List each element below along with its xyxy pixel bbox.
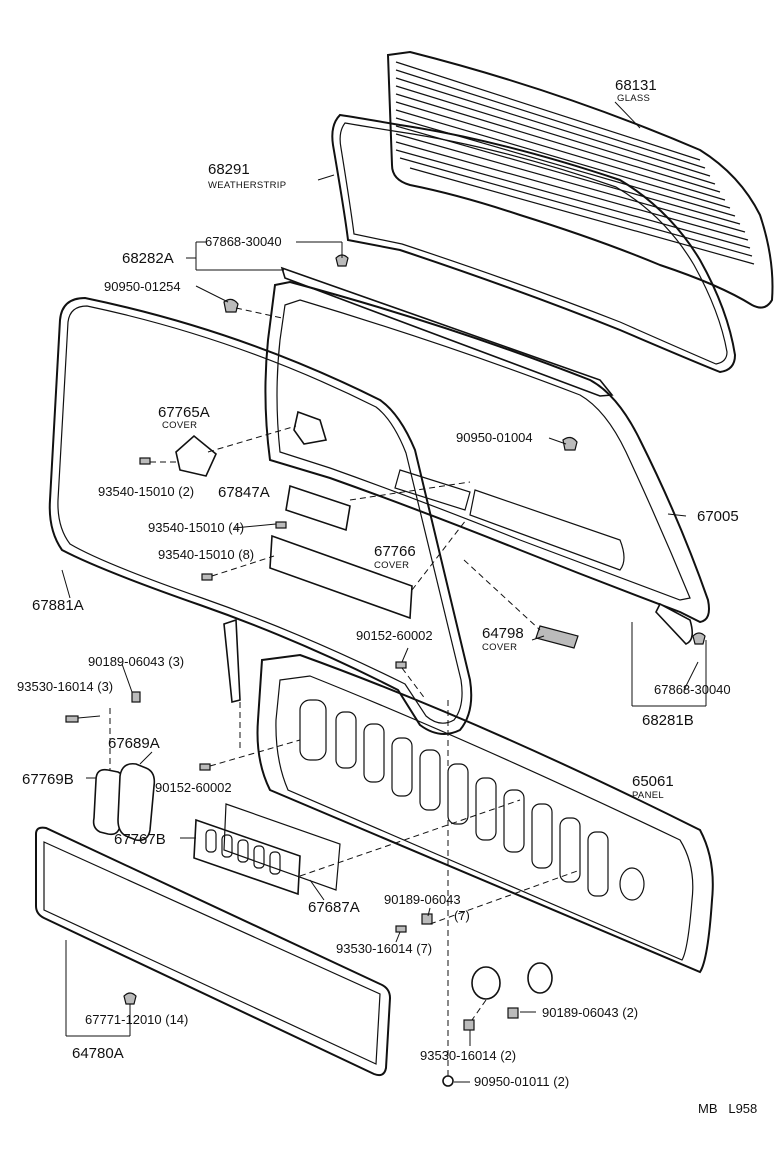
panel-67847a bbox=[285, 484, 351, 532]
label-clip-90152-low: 90152-60002 bbox=[155, 780, 232, 795]
label-grommet-bottom: 90950-01011 (2) bbox=[474, 1074, 569, 1089]
label-glass-no: 68131 bbox=[615, 77, 657, 94]
clip-bottom-icon bbox=[692, 632, 706, 645]
label-nut-90189-7-qty: (7) bbox=[454, 908, 470, 923]
screw-icons bbox=[65, 457, 407, 771]
grommet-right-icon bbox=[562, 436, 578, 451]
bolt-93530-2-icon bbox=[463, 1019, 475, 1031]
label-cover-b-name: COVER bbox=[374, 560, 409, 571]
label-68282a: 68282A bbox=[122, 250, 174, 267]
clip-67771-icon bbox=[123, 992, 137, 1005]
label-weatherstrip-name: WEATHERSTRIP bbox=[208, 180, 286, 191]
label-screw-1: 93540-15010 (2) bbox=[98, 484, 194, 499]
label-cover-c-name: COVER bbox=[482, 642, 517, 653]
label-67881a: 67881A bbox=[32, 597, 84, 614]
footer-code: MB L958 bbox=[698, 1101, 757, 1116]
label-grommet-right: 90950-01004 bbox=[456, 430, 533, 445]
label-nut-90189-2: 90189-06043 (2) bbox=[542, 1005, 638, 1020]
plate-67767b bbox=[193, 818, 301, 896]
label-weatherstrip-no: 68291 bbox=[208, 161, 250, 178]
bracket-left bbox=[223, 618, 241, 704]
label-grommet-top: 90950-01254 bbox=[104, 279, 181, 294]
label-clip-bottom: 67868-30040 bbox=[654, 682, 731, 697]
label-panel-name: PANEL bbox=[632, 790, 664, 801]
label-67687a: 67687A bbox=[308, 899, 360, 916]
clip-top-icon bbox=[335, 254, 349, 267]
label-clip-90152-top: 90152-60002 bbox=[356, 628, 433, 643]
seal-67687a bbox=[223, 803, 341, 891]
grommet-top-icon bbox=[223, 298, 239, 313]
label-bolt-93530-7: 93530-16014 (7) bbox=[336, 941, 432, 956]
label-cover-a-name: COVER bbox=[162, 420, 197, 431]
back-door-frame-67005 bbox=[264, 280, 710, 624]
label-bolt-93530-2: 93530-16014 (2) bbox=[420, 1048, 516, 1063]
cap-round-right bbox=[527, 962, 553, 994]
label-nut-90189-7: 90189-06043 bbox=[384, 892, 461, 907]
grommet-bottom-icon bbox=[442, 1075, 454, 1087]
pad-67689a bbox=[117, 762, 156, 842]
weatherstrip-ring bbox=[331, 113, 737, 374]
rear-glass bbox=[386, 50, 774, 309]
callout-labels: 68131 GLASS 68291 WEATHERSTRIP 68282A 67… bbox=[17, 77, 757, 1116]
cap-round-left bbox=[471, 966, 501, 1000]
label-67005: 67005 bbox=[697, 508, 739, 525]
bolt-93530-7-icon bbox=[395, 925, 407, 933]
label-cover-b-no: 67766 bbox=[374, 543, 416, 560]
label-nut-90189-3: 90189-06043 (3) bbox=[88, 654, 184, 669]
label-glass-name: GLASS bbox=[617, 93, 650, 104]
label-67767b: 67767B bbox=[114, 831, 166, 848]
nut-90189-2-icon bbox=[507, 1007, 519, 1019]
back-panel-65061 bbox=[256, 653, 714, 974]
door-seal-67881a bbox=[48, 296, 473, 735]
label-panel-no: 65061 bbox=[632, 773, 674, 790]
cover-64798 bbox=[535, 625, 579, 649]
label-screw-3: 93540-15010 (8) bbox=[158, 547, 254, 562]
label-67769b: 67769B bbox=[22, 771, 74, 788]
end-cap-icon bbox=[655, 602, 694, 645]
label-cover-a-no: 67765A bbox=[158, 404, 210, 421]
label-67689a: 67689A bbox=[108, 735, 160, 752]
label-clip-top: 67868-30040 bbox=[205, 234, 282, 249]
board-64780a bbox=[35, 826, 392, 1077]
label-cover-c-no: 64798 bbox=[482, 625, 524, 642]
label-screw-2: 93540-15010 (4) bbox=[148, 520, 244, 535]
moulding-strip-68282a bbox=[280, 266, 614, 397]
cover-67765a bbox=[175, 434, 217, 477]
nut-90189-7-icon bbox=[421, 913, 433, 925]
label-67847a: 67847A bbox=[218, 484, 270, 501]
label-bolt-93530-3: 93530-16014 (3) bbox=[17, 679, 113, 694]
label-64780a: 64780A bbox=[72, 1045, 124, 1062]
label-67771: 67771-12010 (14) bbox=[85, 1012, 188, 1027]
label-68281b: 68281B bbox=[642, 712, 694, 729]
leader-lines bbox=[61, 101, 707, 1083]
